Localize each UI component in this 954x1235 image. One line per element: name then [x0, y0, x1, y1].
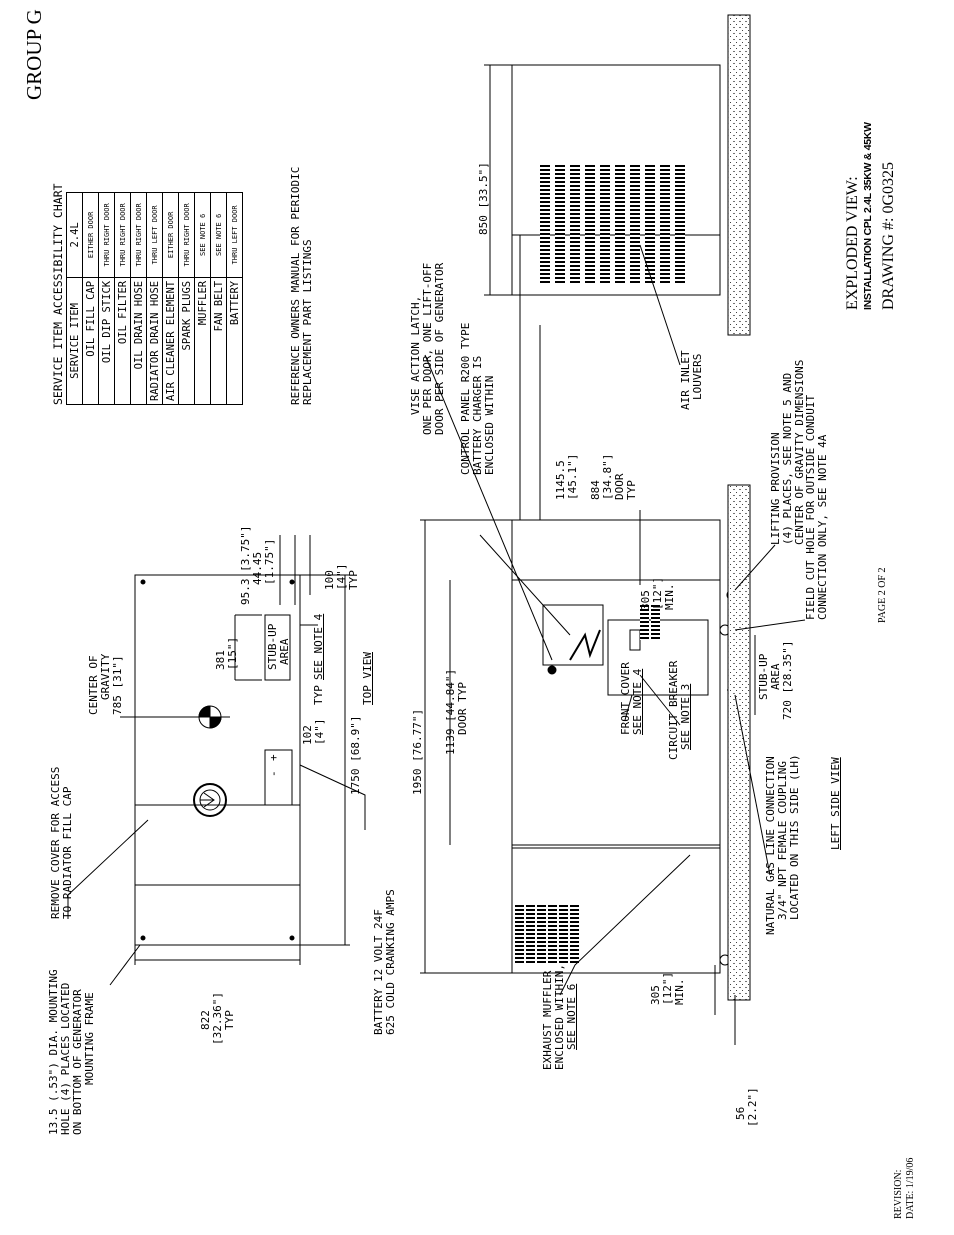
date-label: DATE: 1/19/06 — [905, 1157, 916, 1219]
concrete-pad — [727, 484, 751, 1001]
group-label: GROUP G — [22, 9, 46, 100]
dim-100-typ: TYP — [347, 570, 360, 590]
control-panel-symbol — [542, 604, 604, 666]
battery-plus: + — [267, 754, 280, 761]
dim-720: 720 [28.35"] — [781, 640, 794, 720]
dim-381-in: [15"] — [226, 636, 239, 670]
battery-note-2: 625 COLD CRANKING AMPS — [384, 889, 397, 1035]
left-side-view-label: LEFT SIDE VIEW — [829, 757, 842, 850]
dim-850: 850 [33.5"] — [477, 162, 490, 235]
see-note-4-top: SEE NOTE 4 — [312, 613, 325, 680]
page-number: PAGE 2 OF 2 — [877, 567, 888, 623]
dim-1145-5-in: [45.1"] — [566, 453, 579, 500]
circuit-breaker-note: SEE NOTE 3 — [679, 683, 692, 750]
dim-884-typ: TYP — [625, 480, 638, 500]
stub-up-label-2: AREA — [278, 638, 291, 666]
gas-line-note-3: LOCATED ON THIS SIDE (LH) — [788, 754, 801, 920]
top-view-outline — [134, 574, 301, 946]
dim-822-typ: TYP — [223, 1010, 236, 1030]
dim-1750-typ: TYP — [312, 685, 325, 705]
revision-label: REVISION: — [893, 1169, 904, 1219]
dim-305-left-min: MIN. — [673, 978, 686, 1006]
chart-header-item: SERVICE ITEM — [66, 277, 83, 405]
chart-header-row: SERVICE ITEM 2.4L — [66, 192, 83, 405]
air-inlet-label-2: LOUVERS — [691, 353, 704, 400]
cg-label-3: 785 [31"] — [111, 655, 124, 715]
battery-symbol — [264, 749, 293, 806]
drawing-title: EXPLODED VIEW: — [844, 176, 861, 310]
exhaust-note-3: SEE NOTE 6 — [565, 983, 578, 1050]
control-panel-note-3: ENCLOSED WITHIN — [483, 375, 496, 475]
chart-header-engine: 2.4L — [66, 192, 83, 278]
dim-1139-door: DOOR TYP — [456, 682, 469, 735]
stub-up-area-top — [264, 614, 291, 681]
dim-56-in: [2.2"] — [746, 1087, 759, 1127]
dim-44-45-in: [1.75"] — [263, 538, 276, 585]
drawing-number: DRAWING #: 0G0325 — [880, 161, 897, 310]
chart-note-2: REPLACEMENT PART LISTINGS — [301, 239, 314, 405]
mounting-note-4: MOUNTING FRAME — [83, 992, 96, 1085]
dim-1750: 1750 [68.9"] — [349, 715, 362, 795]
drawing-subtitle: INSTALLATION CPL 2.4L 35KW & 45KW — [862, 122, 874, 310]
front-cover-note: SEE NOTE 4 — [631, 668, 644, 735]
field-cut-note-2: CONNECTION ONLY, SEE NOTE 4A — [816, 434, 829, 620]
dim-1950: 1950 [76.77"] — [411, 708, 424, 795]
battery-minus: - — [267, 770, 280, 777]
remove-cover-note-2: TO RADIATOR FILL CAP — [61, 786, 74, 919]
concrete-pad-end — [727, 14, 751, 336]
chart-title: SERVICE ITEM ACCESSIBILITY CHART — [51, 183, 65, 405]
top-view-label: TOP VIEW — [361, 652, 374, 705]
radiator-cap-symbol — [193, 783, 227, 817]
dim-102-in: [4"] — [313, 718, 326, 746]
vise-latch-note-3: DOOR PER SIDE OF GENERATOR — [433, 262, 446, 435]
dim-305-right-min: MIN. — [663, 583, 676, 611]
